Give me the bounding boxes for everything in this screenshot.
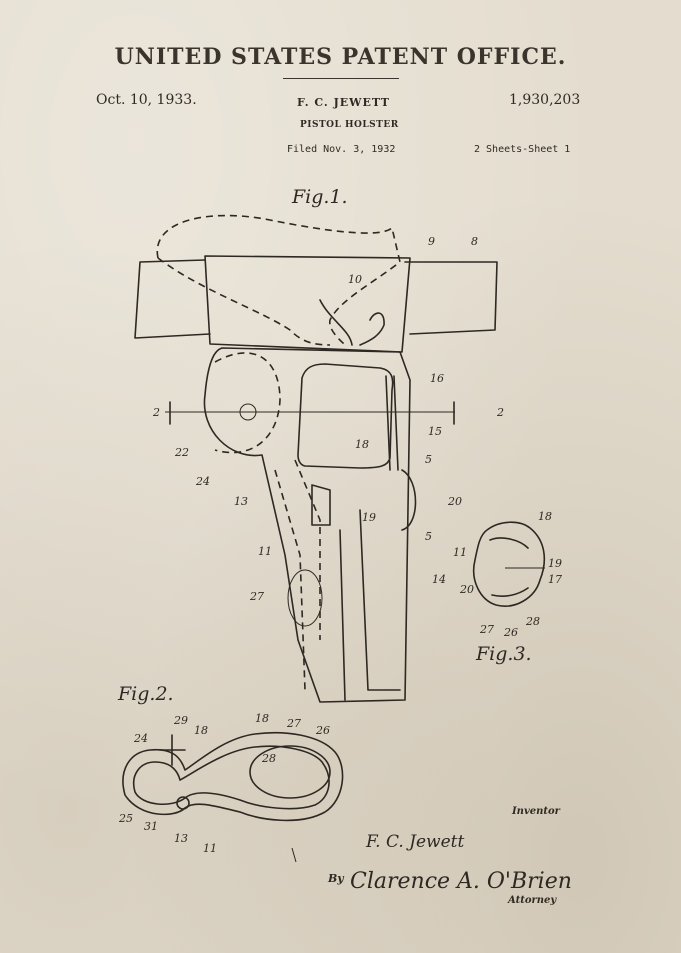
fig1-drawing: Fig.1. [134, 186, 498, 703]
holster-barrel-hidden [274, 459, 321, 691]
fig3-label: Fig.3. [475, 643, 532, 665]
ref-9: 9 [428, 235, 435, 248]
fig2-ref-25: 25 [118, 812, 133, 825]
holster-inner-seam [339, 509, 401, 701]
fig2-drawing: Fig.2. [117, 683, 344, 822]
ref-20: 20 [447, 495, 462, 508]
fig2-ref-18a: 18 [194, 724, 208, 737]
fig3-ref-27: 27 [479, 623, 494, 636]
fig2-ref-28: 28 [261, 752, 276, 765]
sheet-count: 2 Sheets-Sheet 1 [474, 144, 571, 155]
fig3-ref-18: 18 [538, 510, 552, 523]
ref-11: 11 [258, 545, 272, 558]
ref-10: 10 [348, 273, 362, 286]
fig2-label: Fig.2. [117, 683, 174, 705]
fig2-ref-27: 27 [286, 717, 301, 730]
filed-date: Filed Nov. 3, 1932 [287, 144, 396, 155]
rivet-oval [287, 569, 323, 627]
ref-18: 18 [355, 438, 369, 451]
pistol-hammer [319, 299, 385, 346]
ref-8: 8 [471, 235, 478, 248]
strap-edge [385, 375, 399, 471]
ref-2-right: 2 [496, 406, 504, 419]
fig3-ref-20: 20 [459, 583, 474, 596]
inventor-label: Inventor [512, 806, 560, 817]
attorney-signature: Clarence A. O'Brien [350, 869, 572, 894]
fig3-ref-17: 17 [548, 573, 562, 586]
office-title: UNITED STATES PATENT OFFICE. [114, 44, 567, 70]
ref-24: 24 [195, 475, 210, 488]
fig2-inner [133, 745, 330, 810]
cylinder-hidden [214, 352, 281, 454]
belt-loop [204, 255, 411, 353]
patent-number: 1,930,203 [509, 92, 581, 108]
fig2-ref-31: 31 [144, 820, 158, 833]
fig3-ref-28: 28 [525, 615, 540, 628]
fig3-section [473, 521, 546, 607]
ref-22: 22 [174, 446, 189, 459]
ref-5-top: 5 [425, 453, 432, 466]
fig2-ref-29: 29 [173, 714, 188, 727]
snap-flap [401, 469, 417, 531]
ref-15: 15 [428, 425, 442, 438]
attorney-label: Attorney [508, 895, 557, 906]
signatures: F. C. Jewett Clarence A. O'Brien [291, 832, 572, 894]
inventor-name: F. C. JEWETT [297, 96, 390, 109]
ref-14: 14 [432, 573, 446, 586]
fig2-ref-18b: 18 [255, 712, 269, 725]
section-arrows [169, 401, 455, 425]
ref-13: 13 [234, 495, 248, 508]
ref-19: 19 [362, 511, 376, 524]
patent-subject: PISTOL HOLSTER [300, 120, 399, 130]
ref-16: 16 [430, 372, 444, 385]
trigger-guard [311, 484, 331, 526]
ref-27: 27 [249, 590, 264, 603]
fig3-drawing: Fig.3. [473, 521, 546, 665]
fig2-ref-11: 11 [203, 842, 217, 855]
fig2-spring [159, 734, 186, 766]
belt-outline [134, 259, 498, 339]
inventor-signature: F. C. Jewett [365, 832, 464, 852]
ref-2-left: 2 [152, 406, 160, 419]
reference-numerals: 9 8 10 16 15 2 2 22 24 13 18 5 20 19 5 1… [118, 235, 562, 855]
by-label: By [328, 872, 344, 885]
fig1-label: Fig.1. [291, 186, 348, 208]
patent-date: Oct. 10, 1933. [96, 92, 197, 108]
fig2-barrel [249, 745, 331, 799]
ref-5-bottom: 5 [425, 530, 432, 543]
fig2-outline [122, 731, 344, 822]
fig3-ref-19: 19 [548, 557, 562, 570]
fig2-ref-26: 26 [315, 724, 330, 737]
fig2-rivet [176, 796, 190, 810]
title-underline [283, 78, 399, 79]
fig2-ref-24: 24 [133, 732, 148, 745]
fig2-ref-13: 13 [174, 832, 188, 845]
fig3-layers [489, 537, 529, 597]
fig3-ref-26: 26 [503, 626, 518, 639]
trigger-window [297, 363, 394, 469]
pistol-hidden-outline [156, 214, 401, 346]
holster-body [203, 347, 411, 703]
signature-mark [291, 847, 297, 863]
fig3-ref-11: 11 [453, 546, 467, 559]
